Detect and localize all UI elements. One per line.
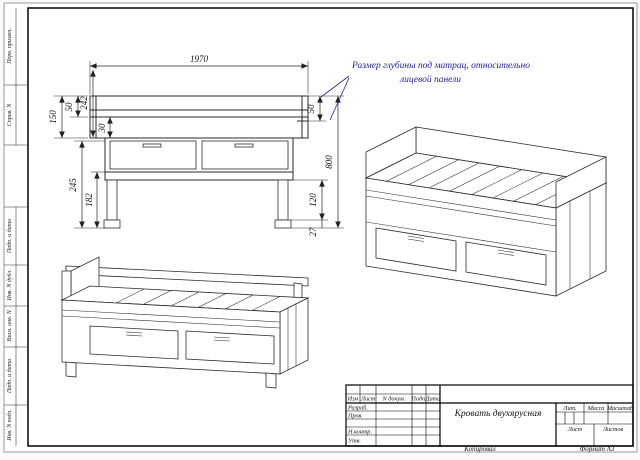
row-nkontr: Н.контр. [347,429,372,436]
side-label: Перв. примен. [7,28,13,65]
dim-width: 1970 [190,54,209,64]
annotation-line1: Размер глубины под матрац, относительно [351,60,530,71]
dim-242: 242 [79,96,89,110]
bed-leg [265,372,277,389]
side-label: Инв. N подл. [6,409,13,442]
drawer-handle [234,143,254,148]
drawer-front [375,227,457,272]
dim-50-right: 50 [306,104,316,114]
dim-27: 27 [308,227,318,237]
bed-leg [65,361,77,378]
listov-label: Листов [602,426,624,433]
leader-line [320,75,350,98]
leader-line [329,77,350,121]
row-razrab: Разраб. [347,405,368,412]
leg-foot [103,219,121,229]
dimension-labels: 1970 242 150 50 30 50 800 120 27 245 182 [48,54,334,237]
side-label: Инв. N дубл. [6,269,13,301]
row-prov: Пров. [347,413,363,420]
drawer-handles [407,235,515,256]
dim-120: 120 [308,193,318,207]
annotation-line2: лицевой панели [399,74,461,85]
lit-label: Лит. [562,405,576,412]
col-dokum: N докум. [382,396,406,403]
front-view [89,95,309,229]
drawer-handles [125,331,231,342]
dim-30: 30 [97,123,107,134]
drawer-front [89,325,179,360]
col-data: Дата [425,396,441,403]
bed-leg [277,179,289,221]
format-label: Формат A3 [580,445,615,453]
drawer-front [185,330,275,365]
side-label: Подп. и дата [6,219,13,254]
massa-label: Масса [587,405,605,412]
side-label: Справ. N [7,103,13,127]
iso-view-front [60,256,310,389]
document-title: Кровать двухярусная [454,408,542,419]
dim-245: 245 [68,178,78,192]
copied-label: Копировал [463,445,495,453]
dim-50-left: 50 [64,102,74,112]
side-label: Взам. инв. N [7,309,13,341]
side-column-cells [4,8,28,446]
col-podp: Подп. [410,396,426,403]
mattress-depth-annotation: Размер глубины под матрац, относительно … [320,60,530,121]
dim-800: 800 [324,155,334,169]
drawer-front [465,241,547,286]
col-list: Лист [360,396,376,403]
title-block: Изм Лист N докум. Подп. Дата Разраб. Про… [345,384,634,447]
row-utv: Утв. [348,438,361,445]
dimension-lines [59,63,341,228]
dim-150: 150 [48,110,58,124]
iso-view-right [364,126,608,297]
dim-182: 182 [84,193,94,207]
slats [115,288,281,311]
side-column-labels: Перв. примен. Справ. N Подп. и дата Инв.… [6,28,13,442]
col-izm: Изм [347,396,359,403]
bed-leg [106,179,118,221]
drawer-handle [142,143,162,148]
footer: Копировал Формат A3 [463,445,615,453]
masshtab-label: Масштаб [606,405,634,412]
main-frame [27,7,634,447]
side-label: Подп. и дата [6,359,13,394]
list-label: Лист [567,426,583,433]
leg-foot [274,219,292,229]
